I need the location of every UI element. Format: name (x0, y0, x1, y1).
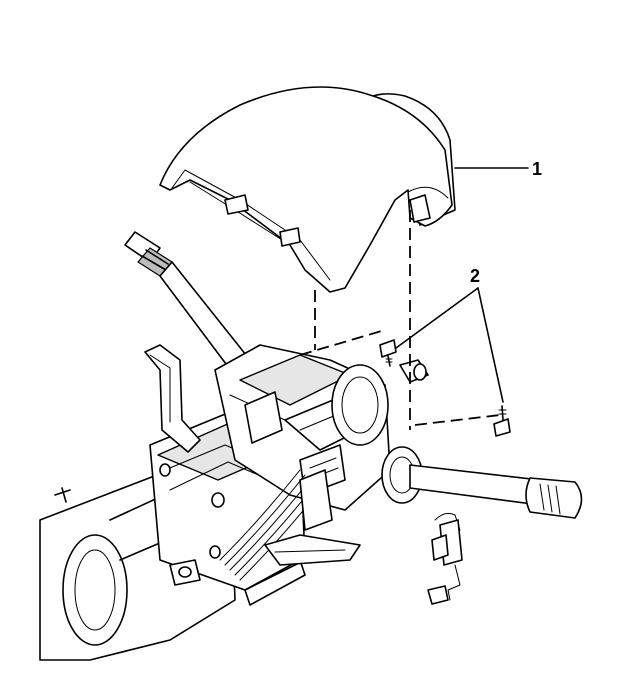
screw-lower (493, 405, 511, 437)
callout-2-label: 2 (470, 266, 480, 286)
upper-trim-cover (159, 86, 456, 293)
switch-assembly (214, 344, 391, 581)
lock-cylinder-housing (331, 359, 429, 446)
alignment-lines (299, 210, 501, 430)
pigtail-switch (427, 512, 463, 605)
callout-leaders (395, 167, 529, 403)
mounting-bracket (144, 344, 201, 453)
left-multifunction-lever (124, 231, 251, 373)
callout-1-label: 1 (532, 159, 542, 179)
screw-upper (379, 339, 397, 367)
right-multifunction-lever (381, 446, 583, 519)
